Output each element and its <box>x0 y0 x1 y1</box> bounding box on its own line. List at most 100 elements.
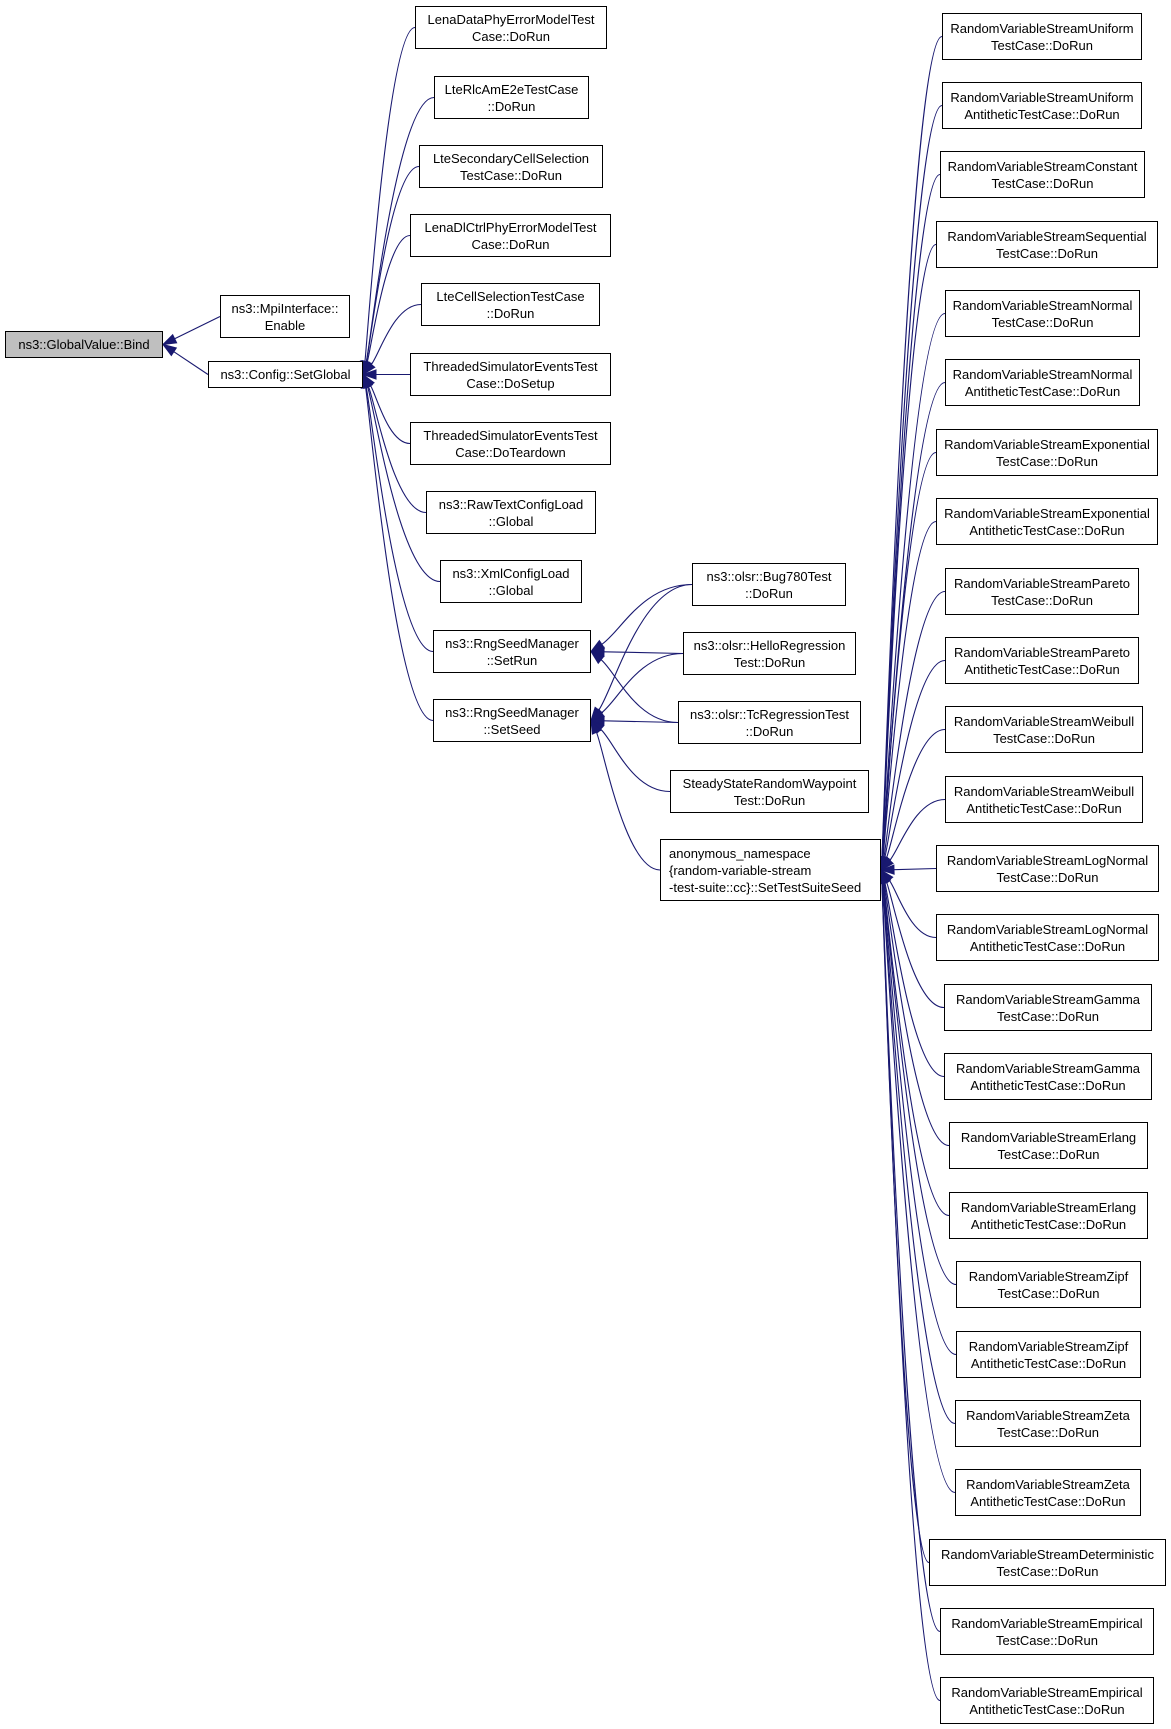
node-label: RandomVariableStreamEmpirical Antithetic… <box>951 1684 1143 1717</box>
node-rvs-sequential-test[interactable]: RandomVariableStreamSequential TestCase:… <box>936 221 1158 268</box>
edge-rvs_gamma_anti-to-anon_ns <box>884 882 945 1078</box>
node-rvs-lognormal-test[interactable]: RandomVariableStreamLogNormal TestCase::… <box>936 845 1159 892</box>
edge-olsr_hello-to-rng_setrun <box>603 651 684 655</box>
node-label: ns3::MpiInterface:: Enable <box>231 300 339 333</box>
node-label: RandomVariableStreamNormal TestCase::DoR… <box>952 297 1133 330</box>
node-label: RandomVariableStreamUniform TestCase::Do… <box>950 20 1134 53</box>
node-lena-data-phy-error-model-test[interactable]: LenaDataPhyErrorModelTest Case::DoRun <box>415 6 607 49</box>
node-lte-secondary-cell-selection-test[interactable]: LteSecondaryCellSelection TestCase::DoRu… <box>419 145 603 188</box>
node-label: RandomVariableStreamZeta AntitheticTestC… <box>966 1476 1130 1509</box>
node-rvs-normal-antithetic-test[interactable]: RandomVariableStreamNormal AntitheticTes… <box>945 359 1140 406</box>
node-rvs-erlang-test[interactable]: RandomVariableStreamErlang TestCase::DoR… <box>949 1122 1148 1169</box>
node-threaded-simulator-events-test-setup[interactable]: ThreadedSimulatorEventsTest Case::DoSetu… <box>410 353 611 396</box>
node-lte-rlc-am-e2e-test[interactable]: LteRlcAmE2eTestCase ::DoRun <box>434 76 589 119</box>
edge-olsr_bug780-to-rng_setseed <box>598 583 693 711</box>
node-rvs-empirical-antithetic-test[interactable]: RandomVariableStreamEmpirical Antithetic… <box>940 1677 1154 1724</box>
edge-rvs_constant-to-anon_ns <box>881 173 941 858</box>
node-olsr-bug780-test[interactable]: ns3::olsr::Bug780Test ::DoRun <box>692 563 846 606</box>
node-rng-seed-manager-set-run[interactable]: ns3::RngSeedManager ::SetRun <box>433 630 591 673</box>
edge-rvs_pareto_anti-to-anon_ns <box>884 659 946 858</box>
node-rvs-uniform-test[interactable]: RandomVariableStreamUniform TestCase::Do… <box>942 13 1142 60</box>
node-threaded-simulator-events-test-teardown[interactable]: ThreadedSimulatorEventsTest Case::DoTear… <box>410 422 611 465</box>
edge-rvs_zipf-to-anon_ns <box>882 882 957 1286</box>
arrowhead-global_value_bind <box>161 343 178 357</box>
arrowhead-config_set_global <box>362 360 376 376</box>
node-label: RandomVariableStreamZipf TestCase::DoRun <box>968 1268 1129 1301</box>
node-olsr-hello-regression-test[interactable]: ns3::olsr::HelloRegression Test::DoRun <box>683 632 856 675</box>
node-rvs-weibull-antithetic-test[interactable]: RandomVariableStreamWeibull AntitheticTe… <box>945 776 1143 823</box>
arrowhead-anon_ns <box>879 864 895 875</box>
node-label: RandomVariableStreamWeibull TestCase::Do… <box>953 713 1135 746</box>
node-rvs-empirical-test[interactable]: RandomVariableStreamEmpirical TestCase::… <box>940 1608 1154 1655</box>
edge-rvs_sequential-to-anon_ns <box>881 243 937 858</box>
node-lte-cell-selection-test[interactable]: LteCellSelectionTestCase ::DoRun <box>421 283 600 326</box>
edge-anon_ns-to-rng_setseed <box>595 732 661 871</box>
node-steady-state-random-waypoint-test[interactable]: SteadyStateRandomWaypoint Test::DoRun <box>670 770 869 813</box>
node-mpi-interface-enable[interactable]: ns3::MpiInterface:: Enable <box>220 295 350 338</box>
node-lena-dl-ctrl-phy-error-model-test[interactable]: LenaDlCtrlPhyErrorModelTest Case::DoRun <box>410 214 611 257</box>
node-label: RandomVariableStreamLogNormal TestCase::… <box>946 852 1149 885</box>
node-rawtext-config-load-global[interactable]: ns3::RawTextConfigLoad ::Global <box>426 491 596 534</box>
node-rvs-zeta-test[interactable]: RandomVariableStreamZeta TestCase::DoRun <box>955 1400 1141 1447</box>
edge-rvs_weibull_anti-to-anon_ns <box>889 798 946 861</box>
node-rvs-pareto-antithetic-test[interactable]: RandomVariableStreamPareto AntitheticTes… <box>945 637 1139 684</box>
node-rvs-erlang-antithetic-test[interactable]: RandomVariableStreamErlang AntitheticTes… <box>949 1192 1148 1239</box>
node-label: RandomVariableStreamDeterministic TestCa… <box>941 1546 1154 1579</box>
edge-lena_dl-to-config_set_global <box>366 234 411 363</box>
edge-config_set_global-to-global_value_bind <box>173 351 209 375</box>
node-label: ns3::XmlConfigLoad ::Global <box>452 565 570 598</box>
edge-rvs_exponential_anti-to-anon_ns <box>882 520 937 858</box>
node-label: LteSecondaryCellSelection TestCase::DoRu… <box>432 150 590 183</box>
edge-rvs_weibull-to-anon_ns <box>885 728 946 859</box>
node-rvs-weibull-test[interactable]: RandomVariableStreamWeibull TestCase::Do… <box>945 706 1143 753</box>
node-label: LteCellSelectionTestCase ::DoRun <box>436 288 585 321</box>
node-label: RandomVariableStreamLogNormal Antithetic… <box>946 921 1149 954</box>
edge-rvs_zeta_anti-to-anon_ns <box>881 882 956 1494</box>
node-rvs-gamma-antithetic-test[interactable]: RandomVariableStreamGamma AntitheticTest… <box>944 1053 1152 1100</box>
node-label: ns3::olsr::TcRegressionTest ::DoRun <box>690 706 849 739</box>
node-label: LenaDlCtrlPhyErrorModelTest Case::DoRun <box>424 219 597 252</box>
edge-olsr_tc-to-rng_setrun <box>600 659 679 724</box>
node-config-set-global[interactable]: ns3::Config::SetGlobal <box>208 361 363 388</box>
node-label: ns3::Config::SetGlobal <box>220 367 351 382</box>
node-label: ns3::RngSeedManager ::SetRun <box>445 635 579 668</box>
edge-threaded_teardown-to-config_set_global <box>369 384 411 445</box>
node-rvs-exponential-antithetic-test[interactable]: RandomVariableStreamExponential Antithet… <box>936 498 1158 545</box>
node-label: RandomVariableStreamWeibull AntitheticTe… <box>953 783 1135 816</box>
node-rvs-exponential-test[interactable]: RandomVariableStreamExponential TestCase… <box>936 429 1158 476</box>
node-label: ThreadedSimulatorEventsTest Case::DoTear… <box>423 427 598 460</box>
node-anonymous-namespace-set-test-suite-seed[interactable]: anonymous_namespace {random-variable-str… <box>660 839 881 901</box>
node-rvs-gamma-test[interactable]: RandomVariableStreamGamma TestCase::DoRu… <box>944 984 1152 1031</box>
node-label: SteadyStateRandomWaypoint Test::DoRun <box>682 775 857 808</box>
node-rvs-zipf-antithetic-test[interactable]: RandomVariableStreamZipf AntitheticTestC… <box>956 1331 1141 1378</box>
node-rvs-pareto-test[interactable]: RandomVariableStreamPareto TestCase::DoR… <box>945 568 1139 615</box>
node-label: RandomVariableStreamZeta TestCase::DoRun <box>966 1407 1130 1440</box>
node-xml-config-load-global[interactable]: ns3::XmlConfigLoad ::Global <box>440 560 582 603</box>
node-label: RandomVariableStreamNormal AntitheticTes… <box>952 366 1133 399</box>
node-label: ns3::GlobalValue::Bind <box>18 337 150 352</box>
node-rvs-uniform-antithetic-test[interactable]: RandomVariableStreamUniform AntitheticTe… <box>942 82 1142 129</box>
node-olsr-tc-regression-test[interactable]: ns3::olsr::TcRegressionTest ::DoRun <box>678 701 861 744</box>
node-rvs-constant-test[interactable]: RandomVariableStreamConstant TestCase::D… <box>940 151 1145 198</box>
edge-steady_state-to-rng_setseed <box>600 728 671 793</box>
node-label: RandomVariableStreamExponential TestCase… <box>944 436 1150 469</box>
node-label: RandomVariableStreamExponential Antithet… <box>944 505 1150 538</box>
node-label: RandomVariableStreamConstant TestCase::D… <box>947 158 1138 191</box>
node-rvs-lognormal-antithetic-test[interactable]: RandomVariableStreamLogNormal Antithetic… <box>936 914 1159 961</box>
edge-lena_data-to-config_set_global <box>364 26 416 362</box>
node-global-value-bind[interactable]: ns3::GlobalValue::Bind <box>5 331 163 358</box>
edge-rvs_pareto-to-anon_ns <box>883 590 946 858</box>
node-label: RandomVariableStreamEmpirical TestCase::… <box>951 1615 1143 1648</box>
node-rvs-normal-test[interactable]: RandomVariableStreamNormal TestCase::DoR… <box>945 290 1140 337</box>
node-rng-seed-manager-set-seed[interactable]: ns3::RngSeedManager ::SetSeed <box>433 699 591 742</box>
edge-rvs_empirical_anti-to-anon_ns <box>881 882 941 1702</box>
edge-lte_cell-to-config_set_global <box>370 303 422 365</box>
node-rvs-deterministic-test[interactable]: RandomVariableStreamDeterministic TestCa… <box>929 1539 1166 1586</box>
edge-rvs_zipf_anti-to-anon_ns <box>882 882 957 1356</box>
node-label: RandomVariableStreamPareto AntitheticTes… <box>953 644 1131 677</box>
node-rvs-zeta-antithetic-test[interactable]: RandomVariableStreamZeta AntitheticTestC… <box>955 1469 1141 1516</box>
node-label: RandomVariableStreamErlang TestCase::DoR… <box>960 1129 1137 1162</box>
node-label: RandomVariableStreamPareto TestCase::DoR… <box>953 575 1131 608</box>
edge-rvs_lognormal_anti-to-anon_ns <box>888 879 937 939</box>
node-rvs-zipf-test[interactable]: RandomVariableStreamZipf TestCase::DoRun <box>956 1261 1141 1308</box>
